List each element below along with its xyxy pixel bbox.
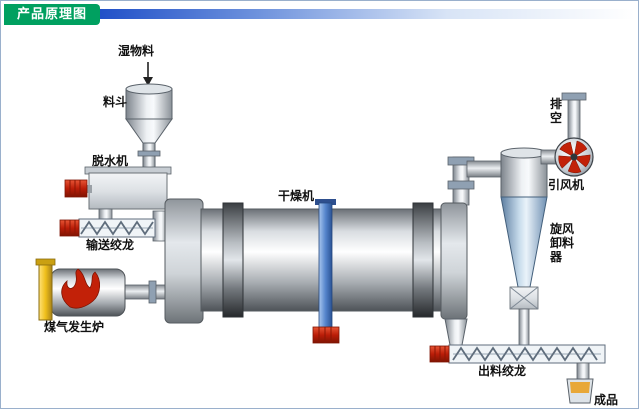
rotary-drum-dryer [164, 198, 468, 346]
discharge-screw-conveyor [429, 344, 606, 380]
label-feed-auger: 输送绞龙 [86, 238, 135, 252]
label-gas-furnace: 煤气发生炉 [44, 320, 105, 334]
product-container [566, 378, 594, 404]
dewatering-motor [64, 179, 92, 198]
cyclone-separator [500, 147, 548, 346]
label-wet-material: 湿物料 [118, 44, 155, 58]
rotary-valve [509, 286, 539, 310]
vent-flange [561, 92, 587, 101]
label-dryer: 干燥机 [278, 189, 315, 203]
drum-discharge-chute [444, 318, 468, 346]
page-title: 产品原理图 [4, 4, 101, 25]
vent-pipe [567, 99, 581, 141]
header-gradient-bar [99, 9, 635, 19]
discharge-auger-motor [429, 345, 450, 363]
label-exhaust: 排空 [550, 97, 563, 125]
gas-furnace [35, 258, 168, 321]
label-fan: 引风机 [548, 178, 585, 192]
feed-screw-conveyor [59, 210, 168, 242]
label-dewatering: 脱水机 [92, 154, 129, 168]
label-cyclone: 旋风卸料器 [550, 222, 575, 264]
product-outlet [576, 362, 590, 380]
product-material [570, 382, 590, 393]
down-arrow-icon [143, 62, 153, 86]
dewatering-machine [64, 166, 172, 221]
label-product: 成品 [594, 393, 619, 407]
label-hopper: 料斗 [103, 95, 128, 109]
drum-support-column [312, 199, 340, 344]
cyclone-down-pipe [518, 308, 530, 346]
flame-icon [61, 268, 101, 309]
induced-draft-fan [540, 92, 594, 177]
label-discharge-auger: 出料绞龙 [478, 364, 527, 378]
drum-exhaust-duct [447, 156, 506, 206]
hopper [125, 83, 173, 170]
feed-auger-motor [59, 219, 80, 237]
riding-ring-left [222, 202, 244, 318]
fan-blades-icon [558, 140, 591, 173]
riding-ring-right [412, 202, 434, 318]
